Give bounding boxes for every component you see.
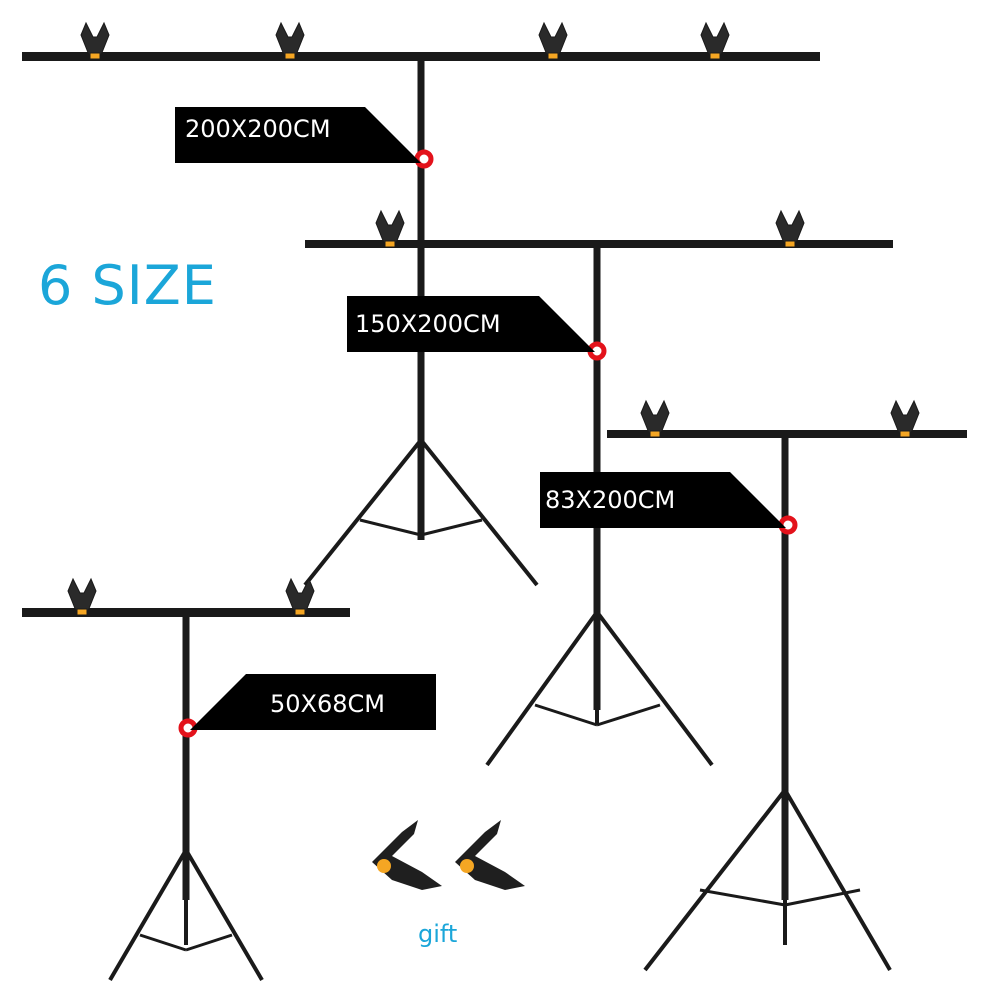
gift-label: gift [418, 920, 458, 948]
spring-clamp-icon [455, 820, 525, 890]
size-tag-200x200: 200X200CM [175, 107, 421, 163]
gift-clamps [372, 820, 525, 890]
size-label: 50X68CM [270, 690, 385, 718]
size-marker-icons [178, 149, 798, 738]
headline: 6 SIZE [38, 254, 217, 317]
size-tag-50x68: 50X68CM [190, 674, 436, 730]
spring-clamp-icon [372, 820, 442, 890]
stand-83x200 [607, 400, 967, 972]
size-tag-150x200: 150X200CM [347, 296, 595, 352]
stand-50x68 [22, 578, 350, 982]
size-tag-83x200: 83X200CM [540, 472, 786, 528]
size-label: 200X200CM [185, 115, 331, 143]
size-label: 83X200CM [545, 486, 676, 514]
size-label: 150X200CM [355, 310, 501, 338]
